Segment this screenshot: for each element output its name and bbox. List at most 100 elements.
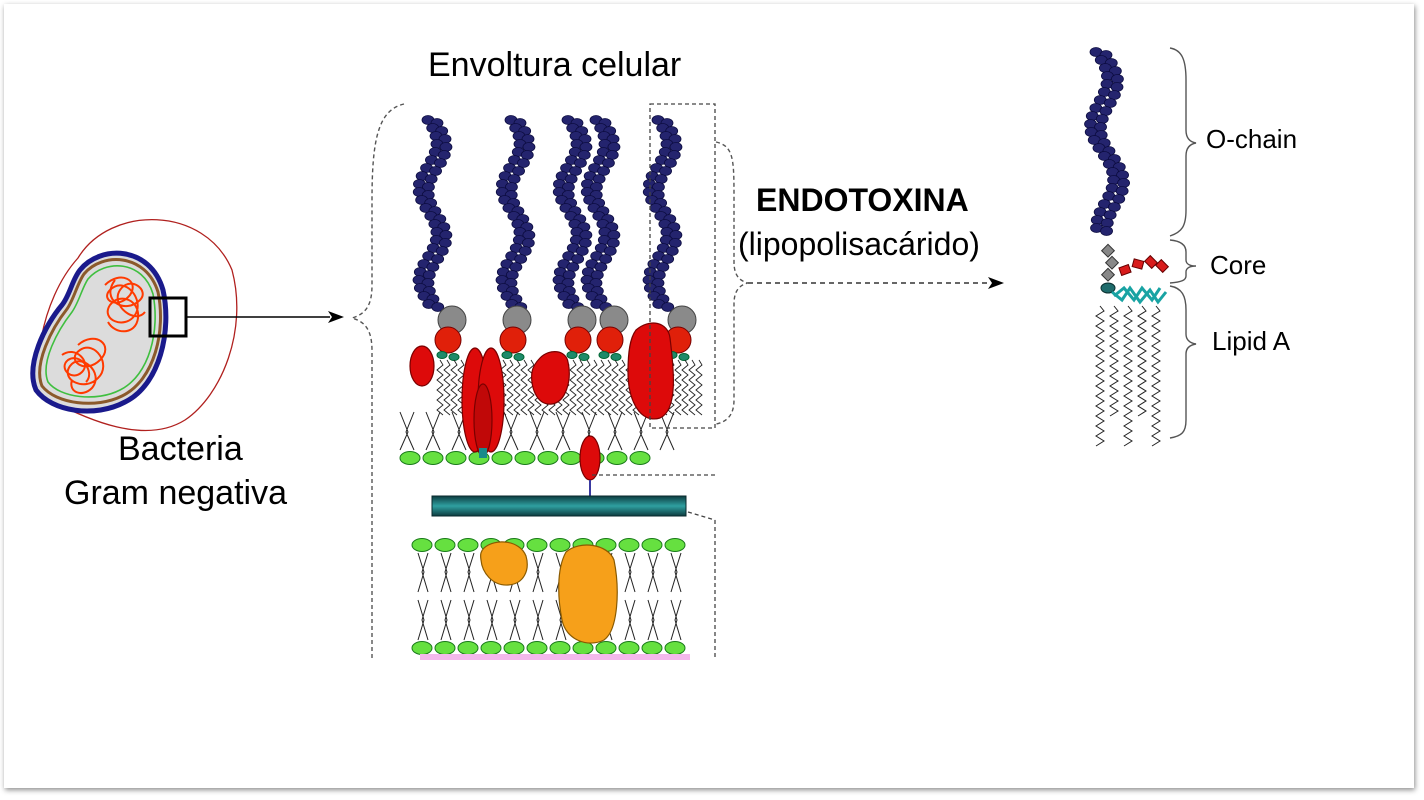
- bacterium-inner-membrane: [45, 265, 156, 398]
- sugar-unit: [602, 158, 615, 168]
- lps-arrow: [748, 277, 1004, 289]
- inner-membrane: [411, 538, 686, 655]
- phospholipid-head: [526, 538, 548, 552]
- lipid-a-tail: [618, 359, 626, 416]
- sugar-unit: [434, 158, 447, 168]
- phospholipid-tail: [417, 599, 429, 641]
- lipid-a-tail: [597, 359, 605, 416]
- phospholipid-head: [606, 451, 628, 465]
- lipid-a-tail: [513, 359, 521, 416]
- zoom-arrow: [186, 311, 344, 323]
- sugar-unit: [661, 254, 675, 264]
- inner-membrane-proteins: [480, 541, 618, 644]
- phospholipid-tail: [532, 599, 544, 641]
- lipid-a-head: [610, 353, 622, 361]
- lipid-a-head: [436, 351, 448, 359]
- envelope-dashed-guides: [592, 103, 716, 660]
- sugar-unit: [654, 174, 668, 184]
- phospholipid-head: [434, 538, 456, 552]
- sugar-unit: [607, 142, 621, 152]
- lipid-a-tail: [583, 359, 591, 416]
- lipid-a-chain: [1137, 305, 1147, 417]
- sugar-unit: [438, 238, 452, 248]
- lipid-a-tail: [681, 359, 689, 416]
- phospholipid-head: [411, 538, 433, 552]
- phospholipid-head: [457, 538, 479, 552]
- phospholipid-tail: [670, 552, 682, 593]
- phospholipid-tail: [647, 599, 659, 641]
- sugar-unit: [424, 174, 438, 184]
- phospholipid-head: [399, 451, 421, 465]
- phospholipid-tail: [509, 599, 521, 641]
- sugar-unit: [1100, 226, 1113, 236]
- core-brace: [1169, 239, 1197, 284]
- o-antigen-chains: [412, 115, 683, 312]
- sugar-unit: [1117, 178, 1130, 188]
- envelope-title: Envoltura celular: [428, 46, 682, 84]
- phospholipid-head: [434, 641, 456, 655]
- lipid-a-tail: [520, 359, 528, 416]
- lipid-a-chain: [1151, 305, 1161, 447]
- lipid-a-label: Lipid A: [1212, 326, 1291, 356]
- sugar-unit: [431, 302, 445, 312]
- phospholipid-head: [514, 451, 536, 465]
- lipid-a-tail: [569, 359, 577, 416]
- lipid-a-head: [501, 351, 513, 359]
- phospholipid-tail: [555, 411, 571, 451]
- phospholipid-head: [549, 641, 571, 655]
- sugar-unit: [564, 174, 578, 184]
- phospholipid-tail: [425, 411, 441, 451]
- sugar-unit: [668, 238, 682, 248]
- phospholipid-head: [618, 641, 640, 655]
- lipid-a-chain: [1123, 305, 1133, 447]
- lipid-a-tail: [436, 359, 444, 416]
- sugar-unit: [507, 174, 521, 184]
- sugar-unit: [665, 246, 679, 256]
- phospholipid-tail: [659, 411, 675, 451]
- phospholipid-head: [503, 641, 525, 655]
- phospholipid-tail: [633, 411, 649, 451]
- sugar-unit: [517, 158, 530, 168]
- lipid-a-head: [513, 353, 525, 361]
- lipid-a-tail: [688, 359, 696, 416]
- sugar-unit: [575, 246, 589, 256]
- phospholipid-head: [480, 641, 502, 655]
- core-label: Core: [1210, 250, 1267, 280]
- lps-core: [434, 305, 697, 361]
- phospholipid-tail: [647, 552, 659, 593]
- phospholipid-head: [595, 641, 617, 655]
- phospholipid-head: [549, 538, 571, 552]
- lipid-a-tail: [611, 359, 619, 416]
- lipid-a-tail: [604, 359, 612, 416]
- lps-core-detail: [1100, 243, 1170, 305]
- phospholipid-head: [641, 641, 663, 655]
- phospholipid-head: [664, 641, 686, 655]
- sugar-unit: [521, 238, 535, 248]
- phospholipid-head: [629, 451, 651, 465]
- sugar-unit: [1110, 82, 1124, 92]
- phospholipid-head: [560, 451, 582, 465]
- phospholipid-head: [445, 451, 467, 465]
- phospholipid-tail: [503, 411, 519, 451]
- sugar-unit: [518, 246, 532, 256]
- sugar-unit: [606, 238, 620, 248]
- sugar-unit: [603, 246, 617, 256]
- lipid-a-chain: [1095, 305, 1105, 447]
- sugar-unit: [664, 158, 677, 168]
- phospholipid-head: [537, 451, 559, 465]
- sugar-unit: [562, 270, 576, 280]
- endotoxin-label: ENDOTOXINA: [756, 182, 969, 218]
- sugar-unit: [422, 270, 436, 280]
- lipid-a-tail: [576, 359, 584, 416]
- bacteria-label: Bacteria: [118, 430, 243, 468]
- sugar-unit: [571, 254, 585, 264]
- phospholipid-head: [664, 538, 686, 552]
- sugar-unit: [1095, 114, 1109, 124]
- envelope-brace: [349, 103, 405, 660]
- sugar-unit: [1103, 210, 1117, 220]
- phospholipid-head: [526, 641, 548, 655]
- phospholipid-tail: [532, 552, 544, 593]
- phospholipid-head: [411, 641, 433, 655]
- phospholipid-tail: [624, 599, 636, 641]
- lps-brace: [715, 141, 749, 425]
